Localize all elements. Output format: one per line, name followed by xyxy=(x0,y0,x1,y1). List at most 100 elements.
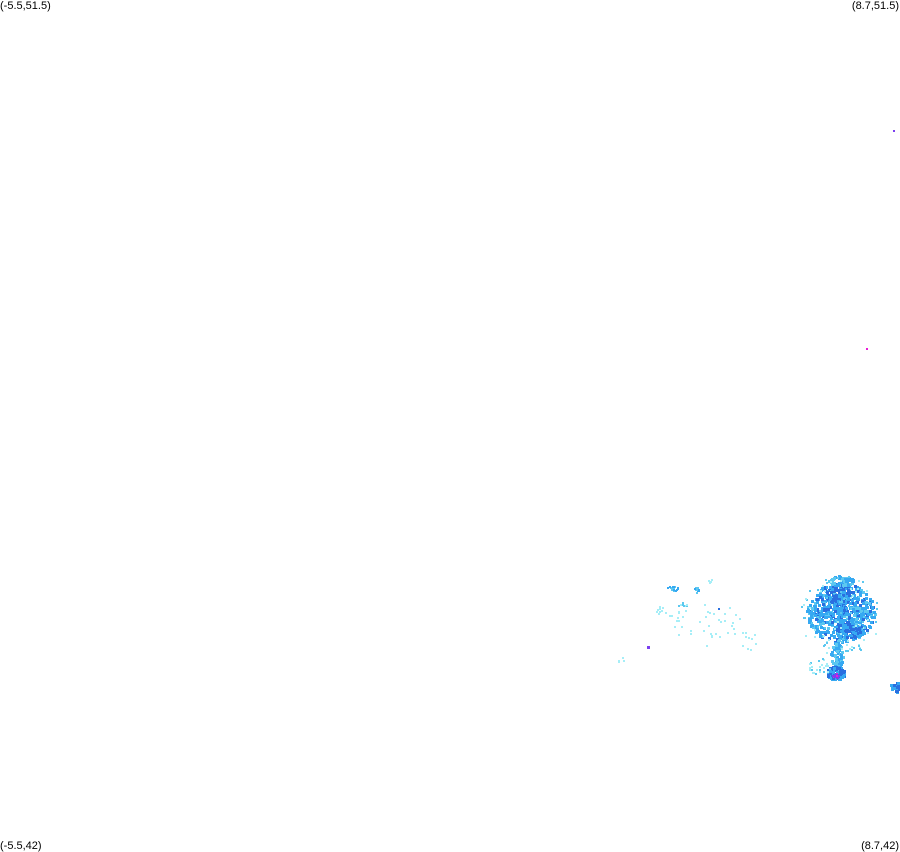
radar-cell xyxy=(853,597,856,600)
radar-cell xyxy=(827,605,830,608)
radar-cell xyxy=(849,626,852,629)
radar-cell xyxy=(823,635,825,637)
radar-cell xyxy=(861,600,864,603)
radar-cell xyxy=(868,602,871,605)
radar-cell xyxy=(858,587,861,590)
radar-cell xyxy=(820,610,823,613)
radar-cell xyxy=(844,602,847,605)
radar-cell xyxy=(833,590,836,593)
radar-cell xyxy=(718,619,720,621)
corner-label-bottom-left: (-5.5,42) xyxy=(0,840,42,852)
radar-cell xyxy=(680,604,682,606)
radar-cell xyxy=(866,590,868,592)
radar-cell xyxy=(816,601,819,604)
radar-cell xyxy=(816,594,819,597)
radar-cell xyxy=(841,669,844,672)
radar-cell xyxy=(851,599,854,602)
radar-cell xyxy=(891,688,894,691)
radar-cell xyxy=(818,660,820,662)
radar-cell xyxy=(822,622,825,625)
radar-cell xyxy=(831,588,834,591)
radar-cell xyxy=(897,685,900,688)
radar-cell xyxy=(671,589,673,591)
radar-cell xyxy=(873,611,876,614)
radar-cell xyxy=(845,595,848,598)
radar-cell xyxy=(828,598,831,601)
radar-cell xyxy=(677,617,679,619)
radar-cell xyxy=(834,610,837,613)
radar-cell xyxy=(729,607,731,609)
radar-cell xyxy=(833,577,836,580)
radar-cell xyxy=(846,629,849,632)
radar-cell xyxy=(845,612,848,615)
radar-cell xyxy=(819,618,821,620)
radar-cell xyxy=(618,661,620,663)
radar-cell xyxy=(807,606,809,608)
radar-cell xyxy=(830,581,832,583)
radar-cell xyxy=(835,600,838,603)
radar-cell xyxy=(827,613,830,616)
radar-cell xyxy=(858,645,860,647)
radar-cell xyxy=(841,601,843,603)
radar-cell xyxy=(841,598,844,601)
radar-cell xyxy=(819,620,822,623)
radar-cell xyxy=(671,615,673,617)
radar-cell xyxy=(834,626,837,629)
radar-cell xyxy=(839,624,842,627)
radar-cell-isolated xyxy=(866,348,868,350)
radar-cell xyxy=(830,653,833,656)
radar-cell xyxy=(843,598,845,600)
radar-cell xyxy=(622,657,624,659)
radar-cell xyxy=(832,631,835,634)
radar-cell xyxy=(809,667,811,669)
radar-cell xyxy=(838,630,841,633)
radar-cell xyxy=(840,633,842,635)
radar-cell xyxy=(862,581,864,583)
radar-cell xyxy=(803,604,805,606)
radar-cell xyxy=(809,669,811,671)
radar-cell xyxy=(851,649,853,651)
radar-cell xyxy=(853,606,856,609)
radar-cell xyxy=(834,628,836,630)
radar-cell xyxy=(667,587,669,589)
radar-cell xyxy=(841,648,843,650)
radar-cell xyxy=(843,600,846,603)
radar-cell xyxy=(829,606,832,609)
radar-cell xyxy=(810,615,813,618)
radar-cell xyxy=(826,663,828,665)
corner-label-bottom-right: (8.7,42) xyxy=(861,840,899,852)
radar-cell xyxy=(833,635,836,638)
radar-cell xyxy=(836,625,839,628)
radar-cell xyxy=(817,630,820,633)
radar-cell xyxy=(842,584,845,587)
radar-cell xyxy=(683,605,685,607)
radar-cell xyxy=(814,629,816,631)
radar-cell xyxy=(855,618,858,621)
radar-cell xyxy=(817,589,819,591)
radar-cell xyxy=(864,607,867,610)
corner-label-top-left: (-5.5,51.5) xyxy=(0,0,51,12)
radar-cell xyxy=(686,604,688,606)
radar-cell xyxy=(841,651,844,654)
radar-cell xyxy=(825,586,828,589)
radar-cell xyxy=(819,669,821,671)
radar-cell xyxy=(826,582,828,584)
corner-label-top-right: (8.7,51.5) xyxy=(851,0,899,12)
radar-cell xyxy=(840,612,842,614)
radar-cell xyxy=(832,672,835,675)
radar-cell xyxy=(843,673,846,676)
radar-cell xyxy=(843,616,845,618)
radar-cell xyxy=(837,584,840,587)
radar-cell xyxy=(840,656,843,659)
radar-cell xyxy=(837,640,840,643)
radar-cell xyxy=(846,610,849,613)
radar-cell xyxy=(846,616,848,618)
radar-cell xyxy=(690,633,692,635)
radar-cell xyxy=(837,642,840,645)
radar-cell xyxy=(855,625,857,627)
radar-cell xyxy=(826,597,828,599)
radar-cell xyxy=(840,584,843,587)
radar-cell xyxy=(855,614,858,617)
radar-cell xyxy=(850,607,853,610)
radar-cell xyxy=(821,635,824,638)
